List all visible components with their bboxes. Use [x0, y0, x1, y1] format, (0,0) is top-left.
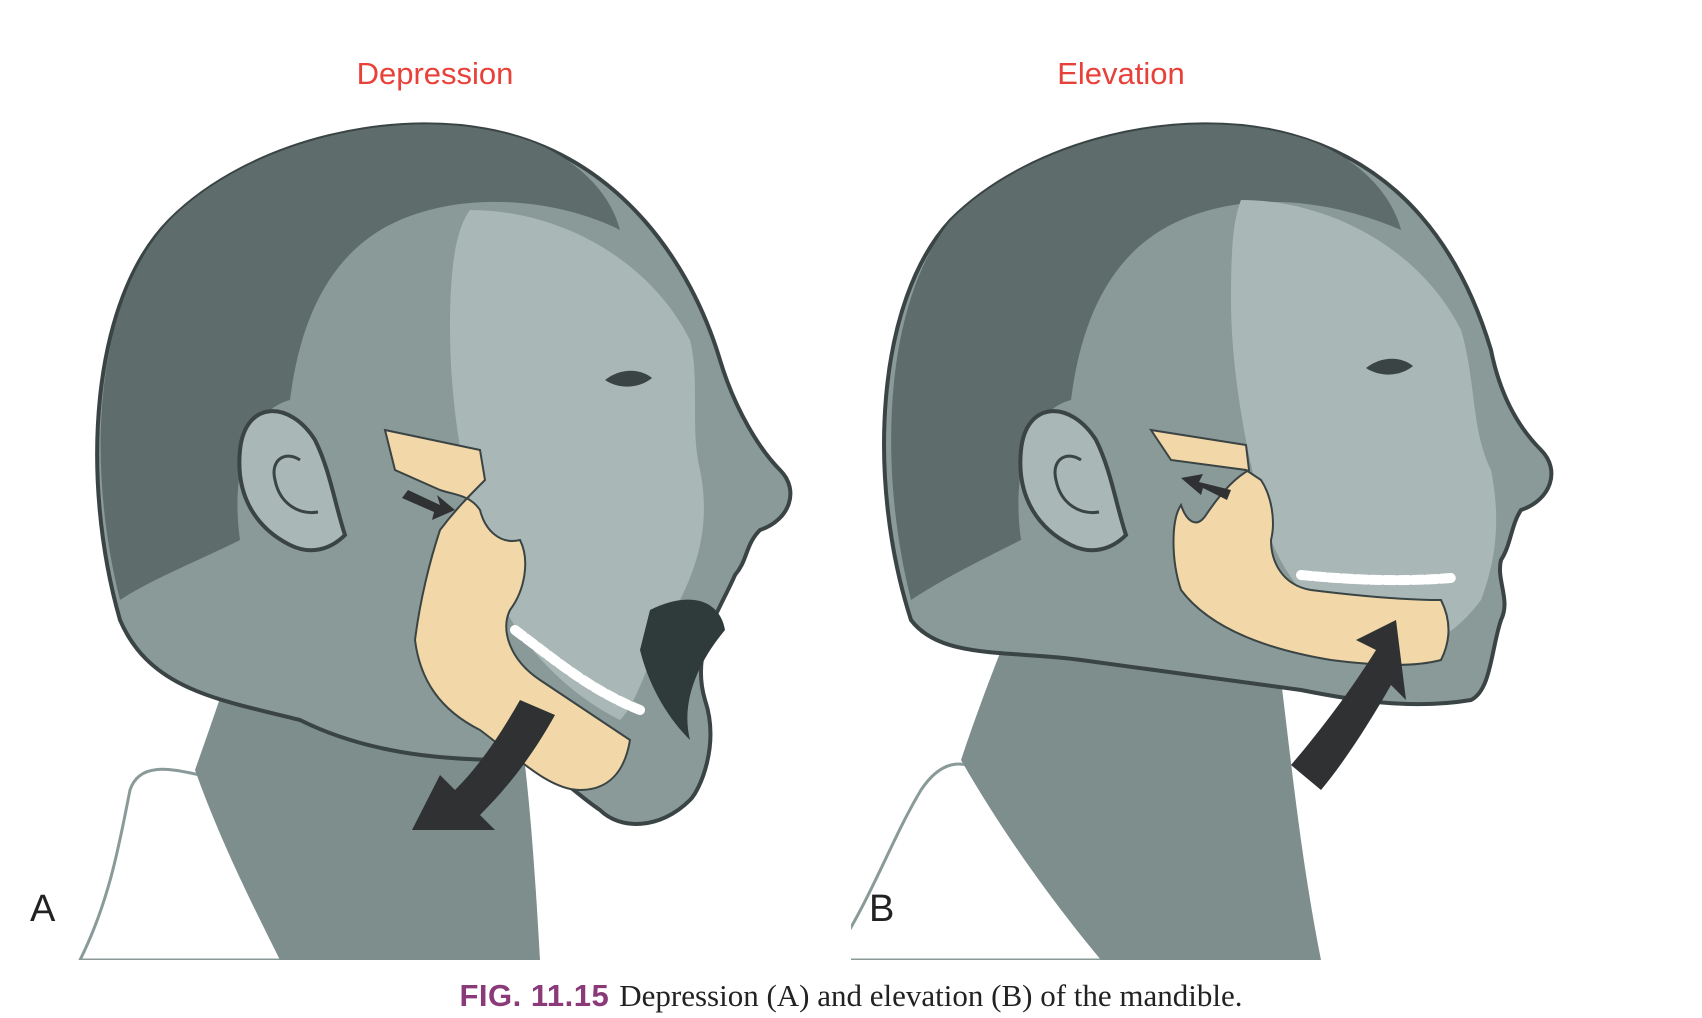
mandible-bone [383, 428, 632, 792]
small-arrow-icon [402, 490, 455, 520]
panel-depression: Depression A [0, 0, 851, 960]
curved-arrow-icon [412, 700, 555, 830]
panel-letter-a: A [30, 888, 56, 930]
hair [891, 124, 1401, 600]
panel-title-depression: Depression [356, 56, 514, 91]
ear [237, 409, 348, 553]
eye [1366, 358, 1413, 375]
figure-number: FIG. 11.15 [459, 978, 610, 1013]
eye [605, 370, 652, 387]
teeth [510, 625, 645, 715]
curved-arrow-icon [1291, 620, 1406, 790]
teeth [1296, 570, 1456, 586]
panel-elevation: Elevation B [851, 0, 1702, 960]
ear [1018, 409, 1129, 553]
hair [100, 124, 620, 600]
figure-caption: FIG. 11.15 Depression (A) and elevation (… [0, 978, 1702, 1014]
ear-inner [272, 454, 319, 515]
head-illustration-elevation [851, 122, 1554, 960]
face-highlight [1231, 200, 1497, 650]
figure-caption-text: Depression (A) and elevation (B) of the … [619, 978, 1243, 1013]
ear-inner [1053, 454, 1100, 515]
head-illustration-depression [78, 122, 793, 960]
small-arrow-icon [1181, 474, 1231, 500]
panel-title-elevation: Elevation [1057, 56, 1185, 91]
neck [961, 600, 1321, 960]
open-mouth [640, 599, 725, 740]
panel-letter-b: B [869, 888, 895, 930]
